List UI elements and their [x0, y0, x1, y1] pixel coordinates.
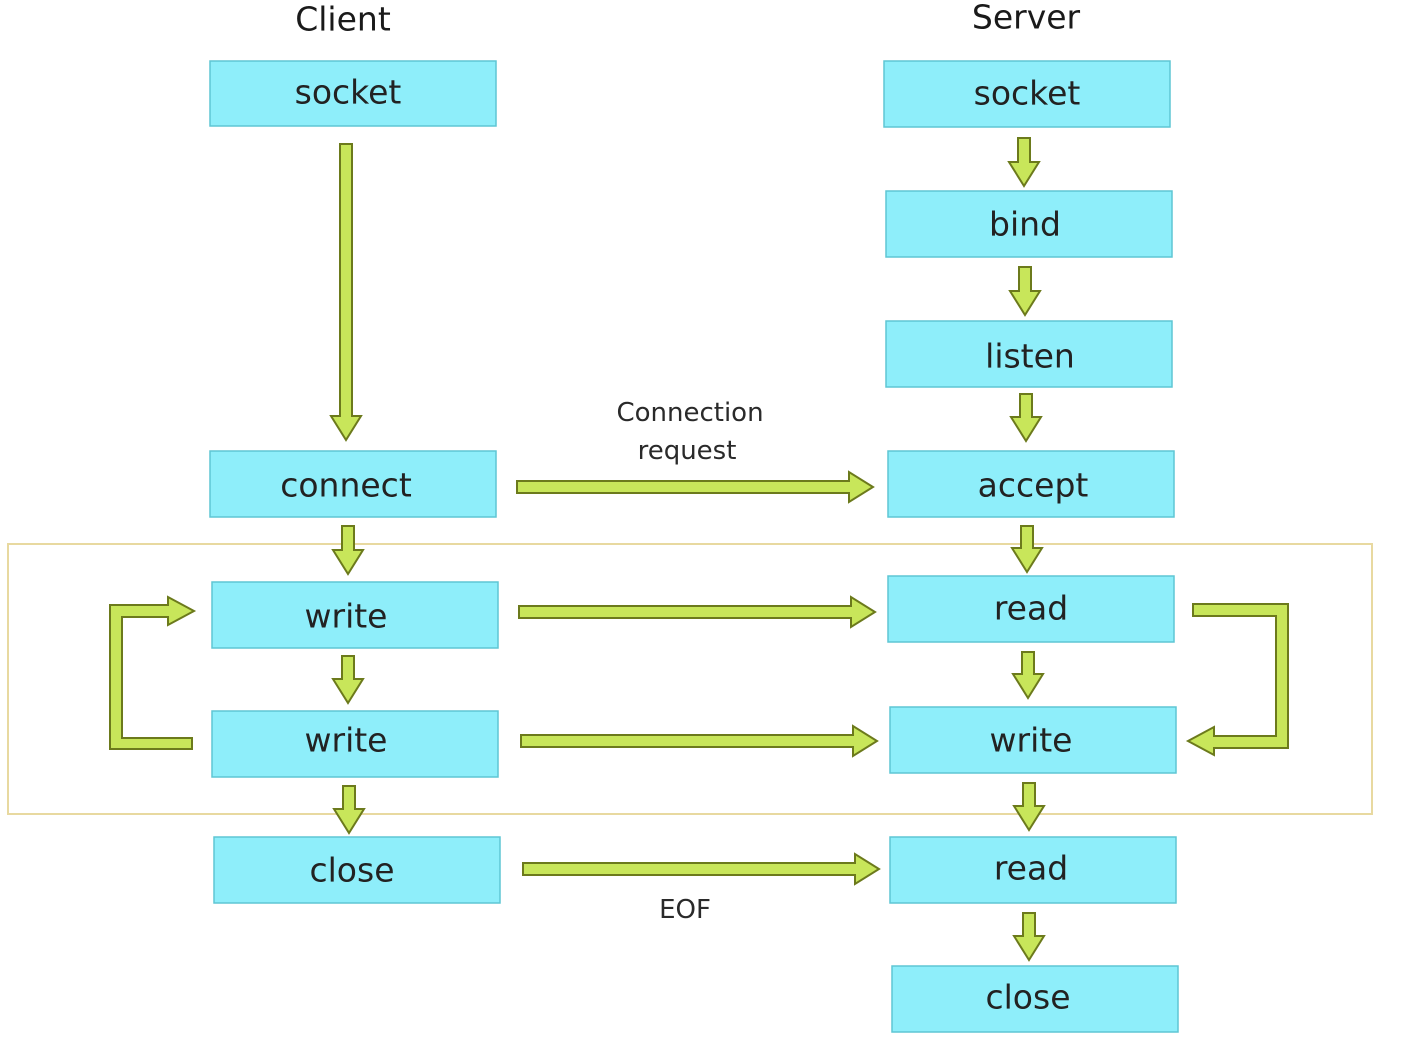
server-title: Server [972, 0, 1081, 37]
server-read-label-1: read [994, 589, 1068, 628]
arrow-server-read-to-write [1011, 651, 1045, 700]
client-close-box: close [213, 836, 501, 904]
arrow-write-to-write [520, 724, 879, 758]
server-read-box-1: read [887, 575, 1175, 643]
arrow-client-loop [109, 595, 197, 750]
arrow-client-socket-to-connect [329, 143, 363, 442]
client-write-label-2: write [305, 721, 388, 760]
arrow-client-write-to-write [331, 655, 365, 705]
server-bind-box: bind [885, 190, 1173, 258]
client-socket-box: socket [209, 60, 497, 127]
eof-label: EOF [659, 895, 711, 925]
server-bind-label: bind [989, 205, 1061, 244]
arrow-client-write-to-close [332, 785, 366, 835]
client-write-box-1: write [211, 581, 499, 649]
loop-frame [7, 543, 1373, 815]
server-socket-box: socket [883, 60, 1171, 128]
server-socket-label: socket [974, 74, 1081, 113]
server-close-label: close [986, 978, 1071, 1017]
connection-request-label-line2: request [638, 436, 737, 466]
client-close-label: close [310, 851, 395, 890]
client-write-label-1: write [305, 597, 388, 636]
connection-request-label-line1: Connection [616, 398, 763, 428]
arrow-server-loop [1185, 603, 1289, 757]
arrow-connect-to-accept [516, 470, 875, 504]
arrows-layer [109, 137, 1289, 962]
server-listen-box: listen [885, 320, 1173, 388]
arrow-server-read-to-close [1012, 912, 1046, 962]
server-write-box: write [889, 706, 1177, 774]
server-listen-label: listen [985, 337, 1075, 376]
arrow-close-to-read [522, 852, 881, 886]
arrow-server-accept-to-read [1010, 525, 1044, 574]
client-title: Client [295, 0, 391, 39]
client-socket-label: socket [295, 73, 402, 112]
client-connect-box: connect [209, 450, 497, 518]
arrow-server-listen-to-accept [1009, 393, 1043, 443]
server-read-label-2: read [994, 849, 1068, 888]
arrow-server-socket-to-bind [1007, 137, 1041, 188]
arrow-server-bind-to-listen [1008, 266, 1042, 317]
server-accept-label: accept [978, 466, 1089, 505]
server-write-label: write [990, 721, 1073, 760]
server-read-box-2: read [889, 836, 1177, 904]
arrow-server-write-to-read [1012, 782, 1046, 832]
server-close-box: close [891, 965, 1179, 1033]
server-accept-box: accept [887, 450, 1175, 518]
arrow-client-connect-to-write [331, 525, 365, 576]
client-write-box-2: write [211, 710, 499, 778]
arrow-write-to-read [518, 595, 877, 629]
client-connect-label: connect [280, 466, 412, 505]
